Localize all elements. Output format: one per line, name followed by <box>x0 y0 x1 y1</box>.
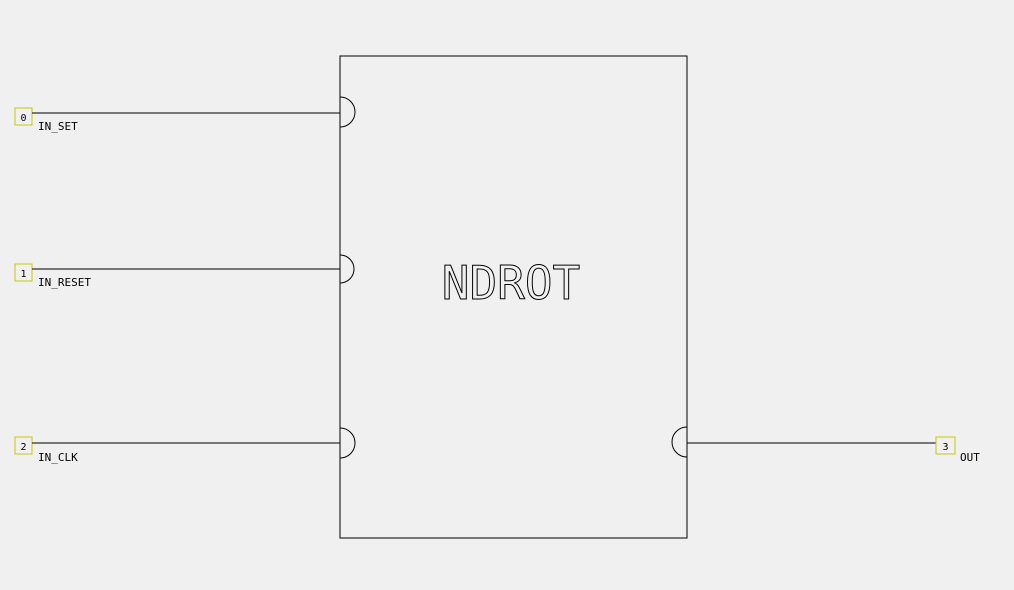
pin-in-clk[interactable]: 2 IN_CLK <box>14 427 356 464</box>
pin-out[interactable]: 3 OUT <box>671 426 980 464</box>
pin-number-box <box>14 263 33 282</box>
ndrot-block[interactable]: NDROT <box>339 55 688 539</box>
pin-number-box <box>14 107 33 126</box>
block-title: NDROT <box>442 256 580 310</box>
pin-number: 2 <box>20 442 26 453</box>
input-connector <box>339 96 356 128</box>
pin-label: IN_RESET <box>38 276 91 289</box>
pin-number: 1 <box>20 269 26 280</box>
pin-in-set[interactable]: 0 IN_SET <box>14 96 356 133</box>
input-connector <box>339 427 356 459</box>
pin-label: OUT <box>960 451 980 464</box>
pin-number: 3 <box>942 442 948 453</box>
pin-in-reset[interactable]: 1 IN_RESET <box>14 254 355 289</box>
pin-label: IN_CLK <box>38 451 78 464</box>
pin-number-box <box>14 436 33 455</box>
block-body <box>339 55 688 539</box>
pin-number: 0 <box>20 113 26 124</box>
pin-label: IN_SET <box>38 120 78 133</box>
output-connector <box>671 426 688 458</box>
input-connector <box>339 254 355 284</box>
pin-number-box <box>935 436 956 455</box>
